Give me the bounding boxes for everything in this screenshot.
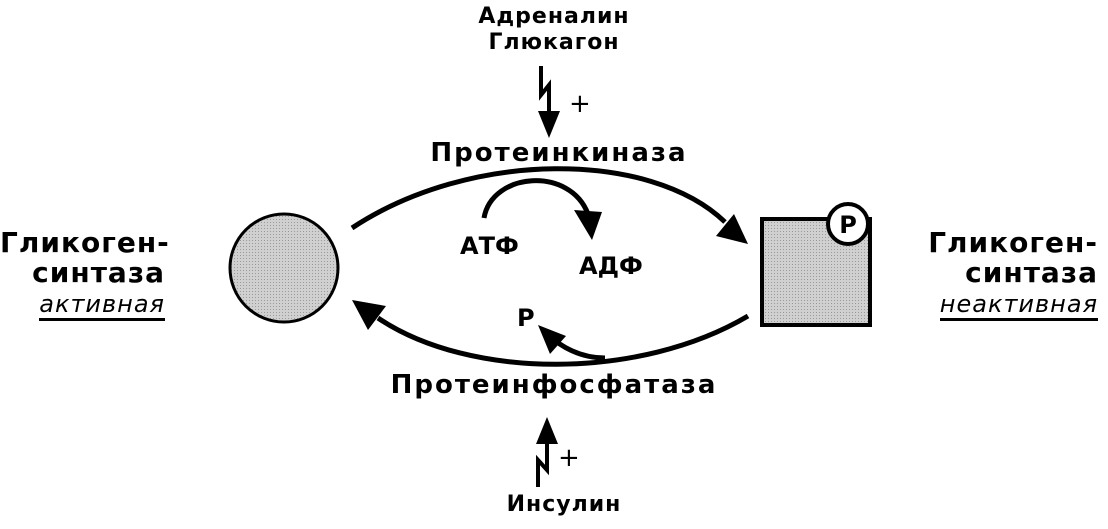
top-signal-bolt (539, 66, 551, 115)
bottom-signal-bolt (536, 440, 549, 487)
left-enzyme-state: активная (39, 291, 165, 321)
hormone-glucagon: Глюкагон (488, 30, 620, 55)
active-enzyme-circle (228, 212, 340, 324)
phosphorylation-arc (350, 166, 727, 231)
right-enzyme-state: неактивная (939, 291, 1098, 321)
hormone-insulin: Инсулин (506, 492, 622, 517)
phosphorylation-arrowhead (716, 214, 748, 244)
phosphate-release-arrowhead (538, 325, 566, 354)
left-enzyme-label: Гликоген- синтаза активная (0, 226, 170, 321)
atp-adp-arc (481, 178, 591, 219)
adp-label: АДФ (579, 252, 643, 280)
protein-kinase-label: Протеинкиназа (430, 138, 688, 168)
atp-adp-arrowhead (574, 210, 602, 240)
bottom-signal-arrowhead (536, 417, 558, 444)
phosphate-label: Р (517, 304, 535, 332)
phosphate-badge-circle (826, 202, 870, 246)
top-hormones: Адреналин Глюкагон (0, 4, 1108, 56)
dephosphorylation-arc (376, 313, 750, 367)
right-enzyme-line2: синтаза (965, 256, 1098, 289)
right-enzyme-line1: Гликоген- (928, 226, 1098, 259)
top-signal-arrowhead (538, 111, 560, 138)
protein-phosphatase-label: Протеинфосфатаза (390, 370, 718, 400)
dephosphorylation-arrowhead (352, 300, 386, 330)
top-signal-plus: + (569, 89, 591, 119)
left-enzyme-line2: синтаза (32, 256, 165, 289)
hormone-adrenaline: Адреналин (478, 4, 630, 29)
right-enzyme-label: Гликоген- синтаза неактивная (920, 228, 1098, 321)
bottom-signal-plus: + (558, 443, 580, 473)
atp-label: АТФ (460, 232, 519, 260)
left-enzyme-line1: Гликоген- (0, 226, 170, 259)
phosphate-badge-label: P (839, 211, 857, 239)
